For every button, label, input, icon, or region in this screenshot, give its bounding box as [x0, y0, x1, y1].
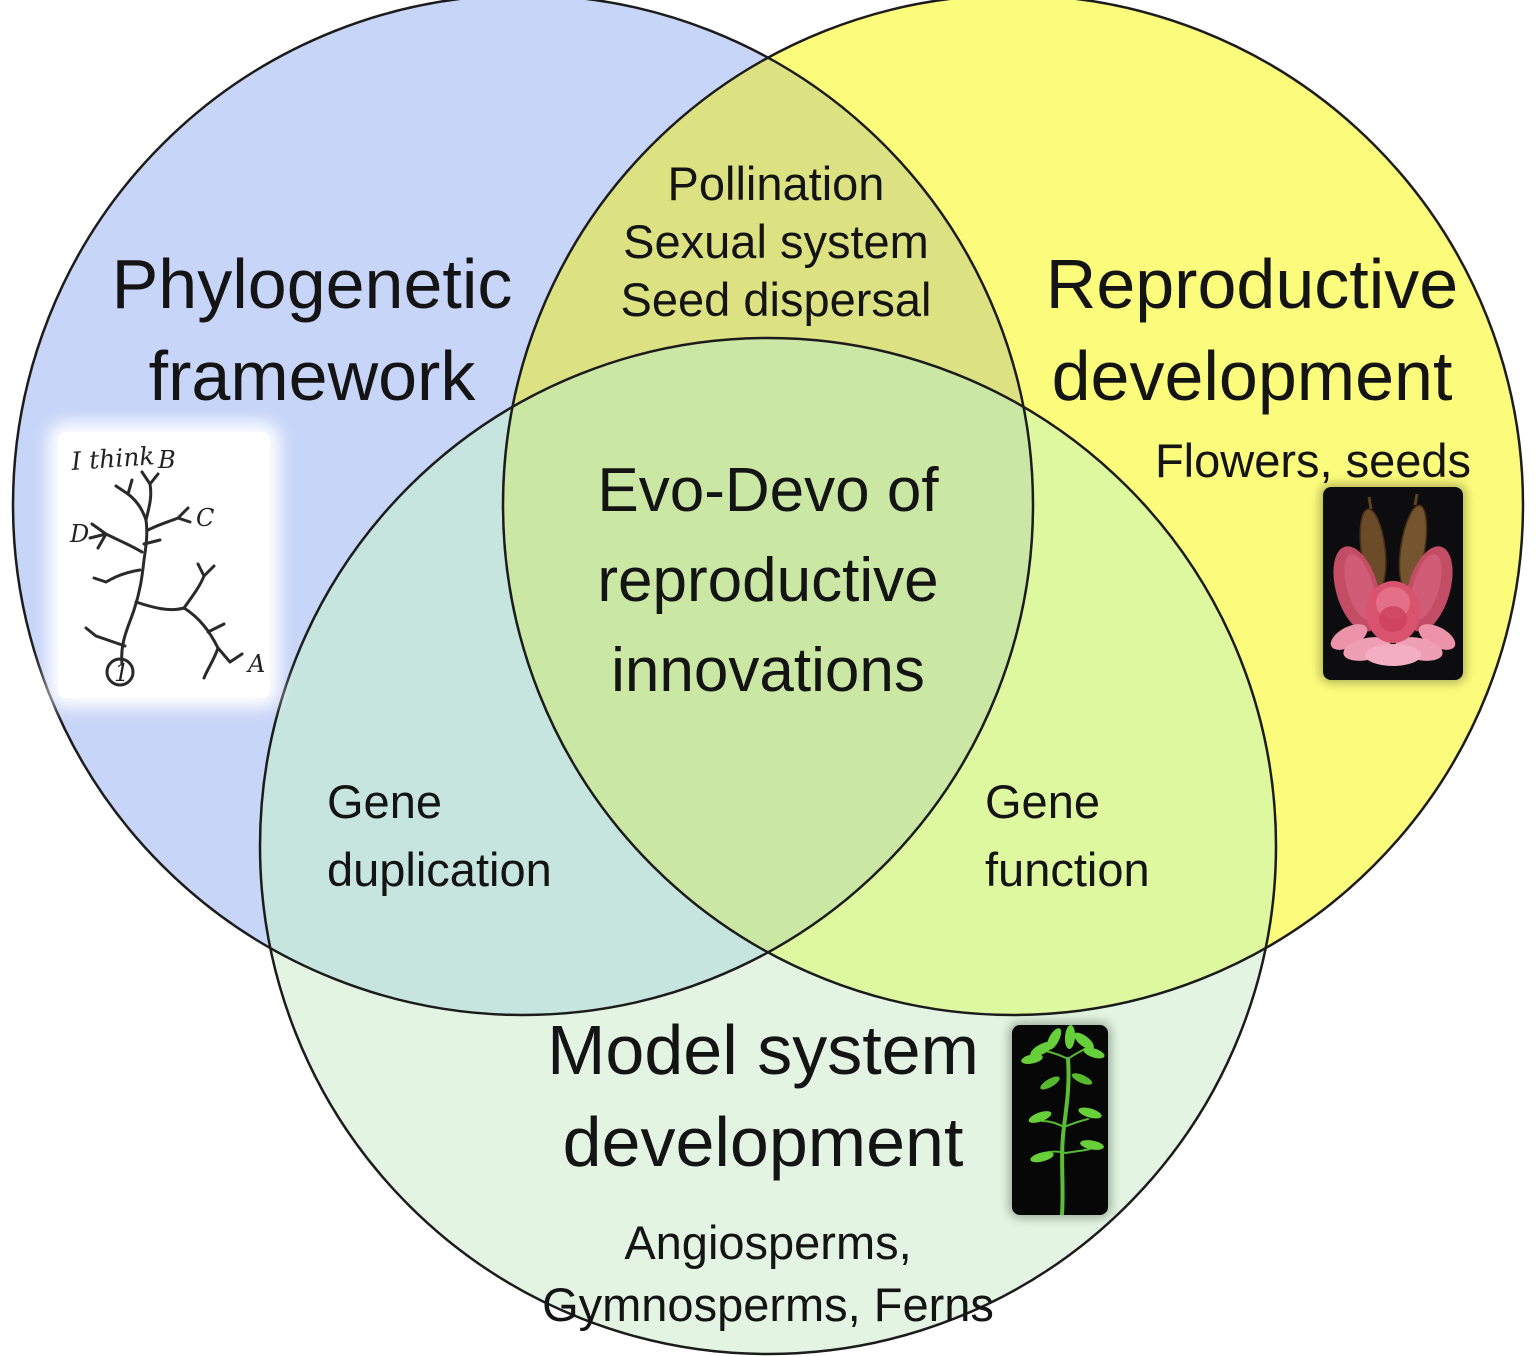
anther-tip [1413, 493, 1419, 506]
reproductive-development-label: Reproductive development [1046, 238, 1458, 422]
sketch-label-one: 1 [114, 659, 129, 687]
sketch-label-c: C [196, 504, 214, 532]
tree-sketch-drawing: I think B C D A 1 [69, 441, 265, 687]
seedling-leaves-dark [1040, 1073, 1093, 1090]
flower-bud-core [1379, 606, 1407, 632]
flowers-seeds-text: Flowers, seeds [1154, 434, 1472, 487]
model-circle-outline [258, 336, 1278, 1356]
tree-branch [182, 562, 216, 610]
center-line1: Evo-Devo of [597, 456, 939, 525]
flowers-seeds-sublabel: Flowers, seeds [1155, 432, 1471, 490]
tree-branch [114, 478, 148, 522]
pollination-line2: Sexual system [623, 215, 929, 268]
tree-branch [142, 538, 162, 546]
seedling-photo-background [1012, 1025, 1108, 1215]
pollination-line1: Pollination [667, 157, 885, 210]
darwin-i-think-tree-sketch: I think B C D A 1 [58, 432, 270, 698]
tree-branch [206, 622, 226, 634]
sketch-caption: I think [69, 441, 155, 476]
flower-photo [1323, 487, 1463, 680]
sketch-label-d: D [69, 520, 89, 548]
tree-branch [92, 568, 142, 584]
tree-trunk [120, 518, 149, 666]
phylogenetic-line1: Phylogenetic [111, 245, 513, 323]
pollination-overlap-label: Pollination Sexual system Seed dispersal [621, 155, 932, 329]
fern-seedling-photo [1012, 1025, 1108, 1215]
petal-skirt [1365, 644, 1421, 666]
model-system-line2: development [562, 1103, 964, 1181]
phylogenetic-circle-outline [11, 0, 1035, 1017]
overlap-center [503, 338, 1033, 1015]
gene-duplication-overlap-label: Gene duplication [327, 768, 552, 904]
tree-branch [134, 600, 220, 650]
tree-branch [202, 646, 244, 680]
gene-duplication-line1: Gene [327, 775, 442, 828]
angiosperms-sublabel: Angiosperms, Gymnosperms, Ferns [542, 1212, 994, 1336]
reproductive-circle-outline [501, 0, 1525, 1017]
center-overlap-label: Evo-Devo of reproductive innovations [597, 446, 938, 716]
tree-branch [84, 626, 127, 648]
phylogenetic-framework-label: Phylogenetic framework [112, 238, 513, 422]
seedling-leaves [1021, 1025, 1105, 1163]
petal-skirt [1330, 624, 1368, 650]
gene-duplication-line2: duplication [327, 843, 552, 896]
gene-function-line1: Gene [985, 775, 1100, 828]
reproductive-line2: development [1051, 337, 1453, 415]
sketch-circled-one [105, 657, 135, 687]
angiosperms-line2: Gymnosperms, Ferns [542, 1278, 994, 1331]
center-line2: reproductive [597, 546, 939, 615]
model-system-line1: Model system [547, 1011, 979, 1089]
sketch-label-b: B [157, 446, 176, 474]
gene-function-line2: function [985, 843, 1150, 896]
angiosperms-line1: Angiosperms, [624, 1216, 912, 1269]
model-system-development-label: Model system development [547, 1004, 979, 1188]
petal-skirt [1418, 624, 1456, 650]
seedling-drawing [1012, 1025, 1108, 1215]
gene-function-overlap-label: Gene function [985, 768, 1150, 904]
anther-tip [1367, 496, 1373, 510]
center-line3: innovations [611, 636, 925, 705]
flower-drawing [1323, 487, 1463, 680]
tree-branch [88, 522, 144, 554]
phylogenetic-line2: framework [148, 337, 476, 415]
tree-branch [140, 470, 160, 522]
pollination-line3: Seed dispersal [620, 273, 932, 326]
reproductive-line1: Reproductive [1045, 245, 1459, 323]
tree-branch [146, 506, 192, 532]
sketch-label-a: A [246, 650, 265, 678]
seedling-branches [1041, 1046, 1091, 1154]
